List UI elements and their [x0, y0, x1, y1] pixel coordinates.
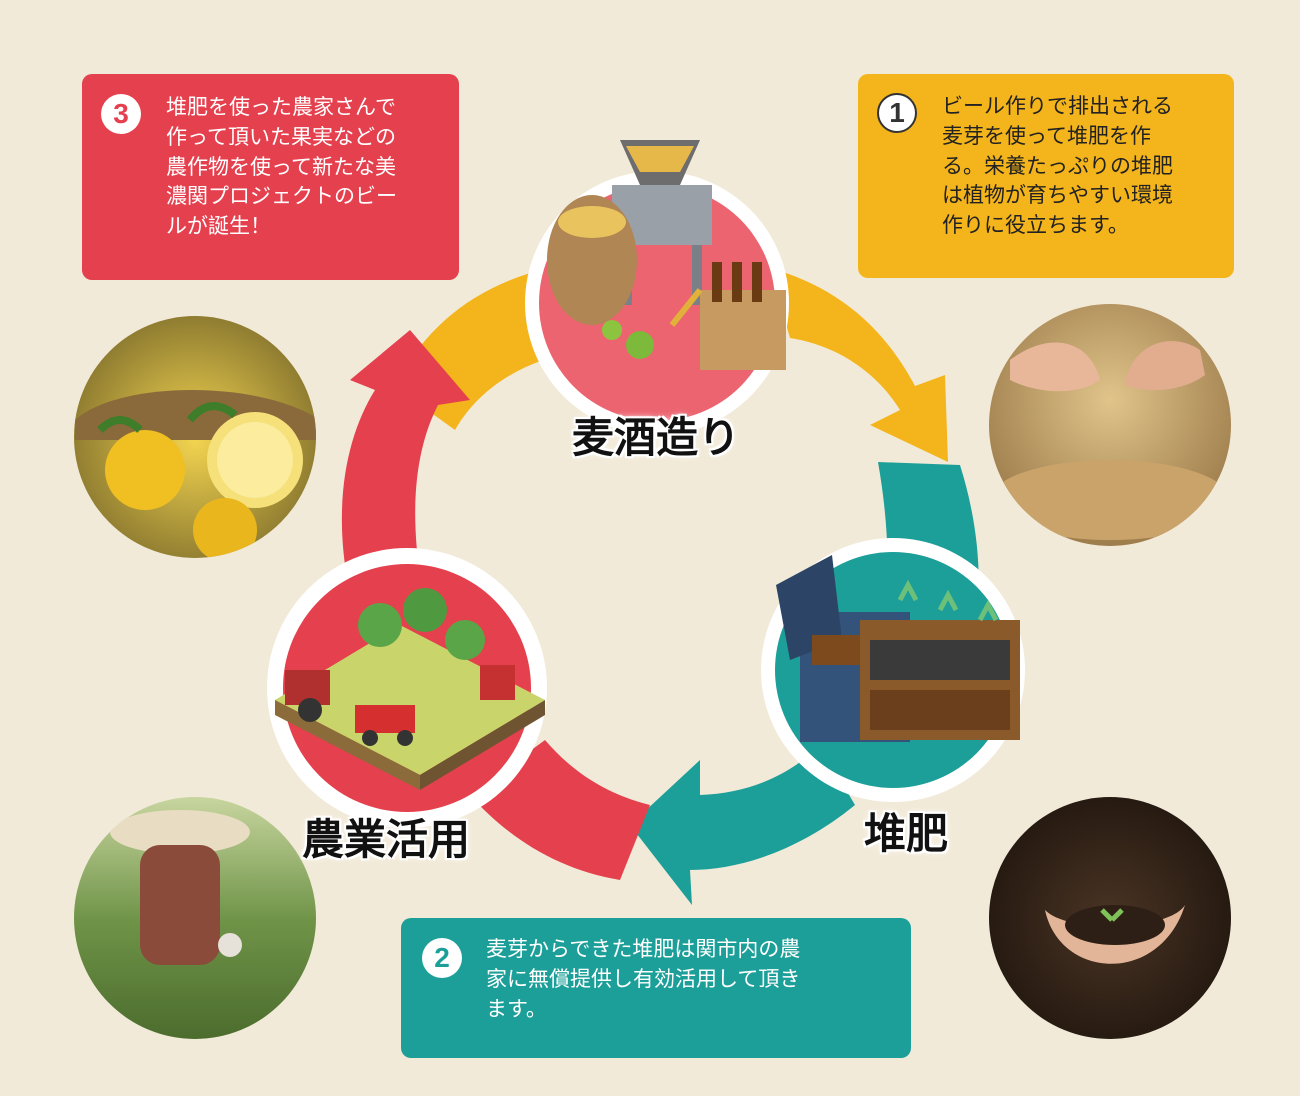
step2-callout: 2 麦芽からできた堆肥は関市内の農 家に無償提供し有効活用して頂き ます。 — [401, 918, 911, 1058]
stage-label-compost: 堆肥 — [864, 809, 949, 858]
step2-number-badge: 2 — [422, 938, 462, 978]
stage-label-agriculture: 農業活用 — [302, 815, 471, 864]
farm-field-icon — [275, 588, 545, 790]
soil-seedling-hands-photo — [989, 797, 1231, 1039]
red-cycle-arrow — [341, 330, 650, 880]
step1-text: ビール作りで排出される 麦芽を使って堆肥を作 る。栄養たっぷりの堆肥 は植物が育… — [942, 94, 1173, 238]
step3-number-badge: 3 — [101, 94, 141, 134]
brewing-equipment-icon — [547, 140, 786, 370]
step1-callout: 1 ビール作りで排出される 麦芽を使って堆肥を作 る。栄養たっぷりの堆肥 は植物… — [858, 74, 1234, 278]
step2-text: 麦芽からできた堆肥は関市内の農 家に無償提供し有効活用して頂き ます。 — [486, 937, 801, 1021]
farmer-working-field-photo — [74, 797, 316, 1039]
step3-text: 堆肥を使った農家さんで 作って頂いた果実などの 農作物を使って新たな美 濃関プロ… — [166, 95, 397, 239]
compost-bin-icon — [776, 555, 1020, 742]
step1-number-badge: 1 — [877, 93, 917, 133]
stage-label-brewing: 麦酒造り — [572, 413, 741, 462]
citrus-fruit-basket-photo — [74, 316, 316, 558]
barley-grain-hands-photo — [989, 304, 1231, 546]
step3-callout: 3 堆肥を使った農家さんで 作って頂いた果実などの 農作物を使って新たな美 濃関… — [82, 74, 459, 280]
